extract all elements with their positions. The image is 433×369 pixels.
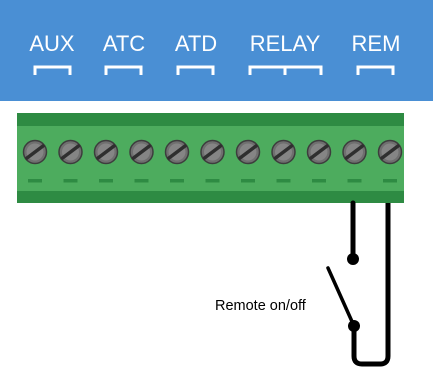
terminal-screw-icon <box>164 139 190 165</box>
header-panel <box>0 0 433 101</box>
terminal-indicator <box>170 179 184 183</box>
terminal-indicator <box>99 179 113 183</box>
terminal-indicator <box>241 179 255 183</box>
terminal-screw-icon <box>271 139 296 165</box>
terminal-row <box>22 139 403 183</box>
switch-blade <box>326 266 356 328</box>
terminal-screw-icon <box>306 139 332 165</box>
group-bracket-rem <box>356 65 395 75</box>
group-label-atd: ATD <box>175 31 217 56</box>
terminal-screw-icon <box>377 139 403 165</box>
terminal-screw-icon <box>93 139 119 165</box>
terminal-indicator <box>312 179 326 183</box>
group-label-relay: RELAY <box>250 31 321 56</box>
terminal-screw-icon <box>58 139 83 165</box>
wire-right-loop <box>351 203 391 367</box>
terminal-indicator <box>63 179 78 183</box>
remote-switch-wiring <box>326 200 391 367</box>
group-bracket-relay <box>248 65 323 75</box>
terminal-block-top <box>17 113 404 126</box>
group-bracket-aux <box>33 65 72 75</box>
terminal-screw-icon <box>129 139 154 165</box>
remote-switch-label: Remote on/off <box>215 298 307 314</box>
terminal-indicator <box>347 179 362 183</box>
group-bracket-atd <box>176 65 215 75</box>
group-label-rem: REM <box>352 31 401 56</box>
group-label-aux: AUX <box>29 31 75 56</box>
terminal-screw-icon <box>235 139 261 165</box>
terminal-indicator <box>383 179 397 183</box>
terminal-screw-icon <box>200 139 225 165</box>
terminal-screw-icon <box>342 139 367 165</box>
terminal-screw-icon <box>22 139 48 165</box>
terminal-indicator <box>276 179 291 183</box>
terminal-indicator <box>205 179 220 183</box>
group-label-atc: ATC <box>103 31 145 56</box>
terminal-block-bottom <box>17 191 404 203</box>
switch-contact-upper <box>347 253 359 265</box>
group-bracket-atc <box>104 65 143 75</box>
terminal-indicator <box>134 179 149 183</box>
terminal-indicator <box>28 179 42 183</box>
